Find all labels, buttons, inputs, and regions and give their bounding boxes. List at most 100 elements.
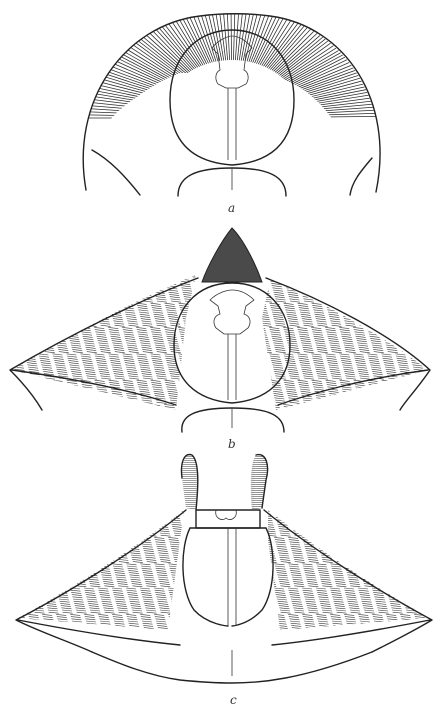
hatch-line	[124, 283, 134, 284]
hatch-line	[277, 650, 287, 651]
hatch-line	[44, 647, 54, 648]
hatch-line	[274, 369, 284, 370]
hatch-line	[99, 345, 109, 346]
hatch-line	[16, 297, 26, 298]
hatch-line	[166, 281, 176, 282]
hatch-line	[425, 385, 435, 386]
hatch-line	[42, 391, 52, 392]
hatch-line	[418, 601, 428, 602]
hatch-line	[401, 566, 411, 567]
hatch-line	[289, 542, 299, 543]
hatch-line	[31, 546, 41, 547]
hatch-line	[350, 584, 360, 585]
hatch-line	[25, 380, 35, 381]
hatch-line	[46, 551, 56, 552]
hatch-line	[424, 382, 434, 383]
hatch-line	[14, 314, 24, 315]
hatch-line	[411, 310, 421, 311]
hatch-line	[138, 385, 148, 386]
hatch-line	[414, 319, 424, 320]
hatch-line	[258, 0, 299, 64]
hatch-line	[404, 603, 414, 604]
hatch-line	[116, 553, 126, 554]
hatch-line	[61, 555, 71, 556]
hatch-line	[30, 595, 40, 596]
hatch-line	[294, 507, 304, 508]
hatch-line	[356, 363, 366, 364]
hatch-line	[265, 606, 275, 607]
hatch-line	[281, 511, 291, 512]
hatch-line	[385, 314, 395, 315]
hatch-line	[199, 378, 209, 379]
hatch-line	[111, 363, 121, 364]
hatch-line	[151, 380, 161, 381]
hatch-line	[81, 356, 91, 357]
hatch-line	[320, 601, 330, 602]
hatch-line	[159, 502, 169, 503]
hatch-line	[16, 299, 26, 300]
hatch-line	[184, 270, 194, 271]
hatch-line	[293, 504, 303, 505]
hatch-line	[41, 389, 51, 390]
hatch-line	[289, 592, 299, 593]
hatch-line	[76, 507, 86, 508]
hatch-line	[316, 564, 326, 565]
hatch-line	[143, 522, 153, 523]
hatch-line	[427, 393, 437, 394]
hatch-line	[258, 336, 268, 337]
hatch-line	[275, 376, 285, 377]
hatch-line	[29, 592, 39, 593]
hatch-line	[345, 272, 355, 273]
hatch-line	[104, 610, 114, 611]
hatch-line	[275, 299, 285, 300]
hatch-line	[261, 566, 271, 567]
hatch-line	[346, 402, 356, 403]
hatch-line	[137, 409, 147, 410]
hatch-line	[337, 612, 347, 613]
hatch-line	[331, 590, 341, 591]
hatch-line	[304, 301, 314, 302]
hatch-line	[183, 345, 193, 346]
hatch-line	[402, 544, 412, 545]
hatch-line	[128, 647, 138, 648]
hatch-line	[348, 577, 358, 578]
hatch-line	[170, 570, 180, 571]
hatch-line	[105, 612, 115, 613]
hatch-line	[142, 376, 152, 377]
hatch-line	[195, 286, 205, 287]
hatch-line	[70, 564, 80, 565]
hatch-line	[305, 548, 315, 549]
hatch-line	[185, 325, 195, 326]
hatch-line	[344, 537, 354, 538]
hatch-line	[290, 352, 300, 353]
hatch-line	[194, 308, 204, 309]
hatch-line	[17, 275, 27, 276]
hatch-line	[298, 409, 308, 410]
hatch-line	[75, 504, 85, 505]
hatch-line	[285, 281, 295, 282]
hatch-line	[39, 332, 49, 333]
hatch-line	[294, 509, 304, 510]
hatch-line	[257, 387, 267, 388]
hatch-line	[98, 588, 108, 589]
hatch-line	[113, 396, 123, 397]
hatch-line	[40, 387, 50, 388]
hatch-line	[82, 283, 92, 284]
hatch-line	[153, 312, 163, 313]
hatch-line	[373, 513, 383, 514]
hatch-line	[398, 363, 408, 364]
hatch-line	[430, 647, 440, 648]
hatch-line	[109, 330, 119, 331]
hatch-line	[308, 634, 318, 635]
hatch-line	[186, 577, 196, 578]
hatch-line	[367, 404, 377, 405]
hatch-line	[87, 573, 97, 574]
hatch-line	[44, 595, 54, 596]
hatch-line	[277, 599, 287, 600]
hatch-line	[390, 577, 400, 578]
hatch-line	[115, 650, 125, 651]
hatch-line	[291, 548, 301, 549]
hatch-line	[184, 568, 194, 569]
figure-a-left-flank	[92, 150, 140, 195]
figure-a-label: a	[228, 201, 235, 215]
